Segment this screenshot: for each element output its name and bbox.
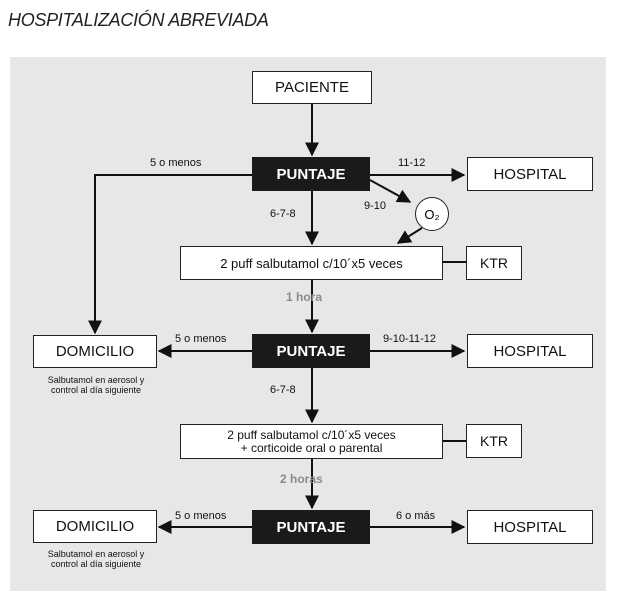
edge-label-p1-down: 6-7-8 [270,208,296,220]
node-hospital-1: HOSPITAL [467,157,593,191]
edge-label-p1-left: 5 o menos [150,157,202,169]
node-ktr-1: KTR [466,246,522,280]
node-domicilio-2: DOMICILIO [33,510,157,543]
edge-label-p3-right: 6 o más [396,510,436,522]
treatment-2-line-2: + corticoide oral o parental [240,440,383,455]
node-hospital-2: HOSPITAL [467,334,593,368]
arrow-puntaje1-o2 [369,179,412,203]
node-hospital-3: HOSPITAL [467,510,593,544]
edge-label-p2-down: 6-7-8 [270,384,296,396]
treatment-2-line-1: 2 puff salbutamol c/10´x5 veces [227,427,396,442]
diagram-title: HOSPITALIZACIÓN ABREVIADA [8,10,269,30]
domicilio-2-note-line-2: control al día siguiente [50,559,142,569]
node-puntaje-1: PUNTAJE [252,157,370,191]
edge-label-p2-left: 5 o menos [175,333,227,345]
arrow-o2-treatment1 [396,227,423,244]
time-label-1-hora: 1 hora [286,290,323,304]
domicilio-1-note: Salbutamol en aerosol y control al día s… [18,375,174,395]
node-puntaje-3: PUNTAJE [252,510,370,544]
node-treatment-2: 2 puff salbutamol c/10´x5 veces + cortic… [180,424,443,459]
node-o2: O₂ [415,197,449,231]
edge-label-p2-right: 9-10-11-12 [383,333,436,345]
domicilio-2-note-line-1: Salbutamol en aerosol y [47,549,145,559]
edge-label-p1-right: 11-12 [398,157,426,169]
node-treatment-1: 2 puff salbutamol c/10´x5 veces [180,246,443,280]
node-puntaje-2: PUNTAJE [252,334,370,368]
arrow-puntaje1-domicilio1 [88,174,252,335]
node-ktr-2: KTR [466,424,522,458]
node-domicilio-1: DOMICILIO [33,335,157,368]
domicilio-1-note-line-1: Salbutamol en aerosol y [47,375,145,385]
time-label-2-horas: 2 horas [280,472,323,486]
domicilio-2-note: Salbutamol en aerosol y control al día s… [18,549,174,569]
edge-label-p1-o2: 9-10 [364,200,387,212]
domicilio-1-note-line-2: control al día siguiente [50,385,142,395]
node-paciente: PACIENTE [252,71,372,104]
edge-label-p3-left: 5 o menos [175,510,227,522]
